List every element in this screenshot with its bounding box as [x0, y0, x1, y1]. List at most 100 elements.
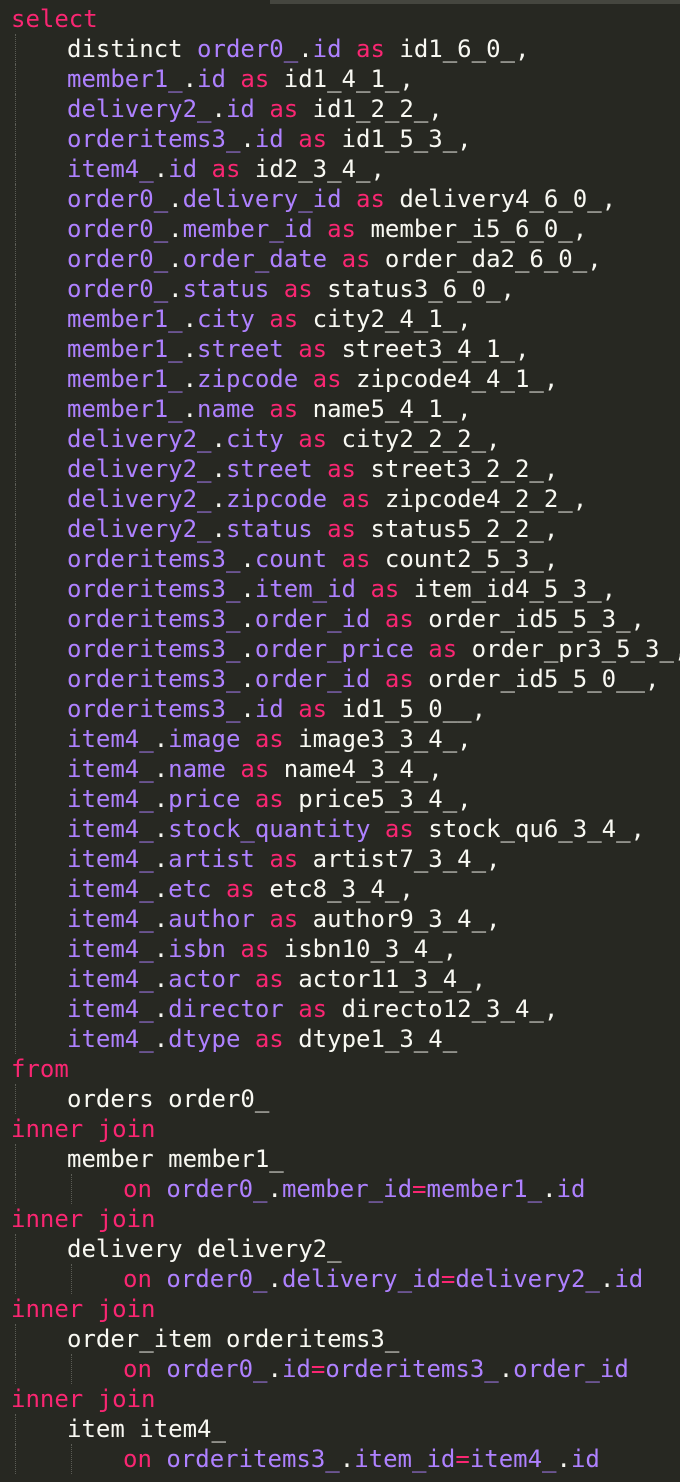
sql-text: . [153, 155, 169, 183]
code-line[interactable]: item4_.dtype as dtype1_3_4_ [0, 1024, 680, 1054]
code-line[interactable]: orderitems3_.order_price as order_pr3_5_… [0, 634, 680, 664]
code-line[interactable]: delivery2_.street as street3_2_2_, [0, 454, 680, 484]
sql-identifier: id [570, 1445, 600, 1473]
sql-text [284, 695, 298, 723]
code-line[interactable]: order_item orderitems3_ [0, 1324, 680, 1354]
code-line[interactable]: order0_.order_date as order_da2_6_0_, [0, 244, 680, 274]
sql-identifier: zipcode [197, 365, 299, 393]
indent-guide [15, 154, 16, 184]
code-line[interactable]: member1_.street as street3_4_1_, [0, 334, 680, 364]
sql-text: . [153, 845, 169, 873]
code-line[interactable]: order0_.delivery_id as delivery4_6_0_, [0, 184, 680, 214]
code-line[interactable]: item4_.etc as etc8_3_4_, [0, 874, 680, 904]
indent-guide [15, 724, 16, 754]
code-line[interactable]: delivery2_.zipcode as zipcode4_2_2_, [0, 484, 680, 514]
sql-keyword: from [11, 1055, 69, 1083]
sql-identifier: dtype [168, 1025, 241, 1053]
code-line[interactable]: item4_.isbn as isbn10_3_4_, [0, 934, 680, 964]
code-line[interactable]: item4_.name as name4_3_4_, [0, 754, 680, 784]
code-line[interactable]: orders order0_ [0, 1084, 680, 1114]
code-line[interactable]: item4_.image as image3_3_4_, [0, 724, 680, 754]
sql-keyword: as [254, 1025, 284, 1053]
indent-guide [15, 34, 16, 64]
code-line[interactable]: select [0, 4, 680, 34]
sql-text: . [153, 815, 169, 843]
code-line[interactable]: item4_.actor as actor11_3_4_, [0, 964, 680, 994]
sql-text: street3_2_2_, [356, 455, 559, 483]
code-line[interactable]: on order0_.member_id=member1_.id [0, 1174, 680, 1204]
sql-text: id1_5_0__, [327, 695, 487, 723]
code-line[interactable]: item4_.price as price5_3_4_, [0, 784, 680, 814]
code-line[interactable]: orderitems3_.order_id as order_id5_5_0__… [0, 664, 680, 694]
code-line[interactable]: delivery delivery2_ [0, 1234, 680, 1264]
code-line[interactable]: order0_.status as status3_6_0_, [0, 274, 680, 304]
sql-text: . [153, 785, 169, 813]
sql-identifier: orderitems3_ [67, 545, 241, 573]
code-line[interactable]: from [0, 1054, 680, 1084]
sql-identifier: isbn [168, 935, 226, 963]
sql-text: id1_4_1_, [269, 65, 414, 93]
code-line[interactable]: orderitems3_.id as id1_5_3_, [0, 124, 680, 154]
code-line[interactable]: item4_.id as id2_3_4_, [0, 154, 680, 184]
indent-guide [15, 1024, 16, 1054]
code-line[interactable]: delivery2_.id as id1_2_2_, [0, 94, 680, 124]
sql-text: dtype1_3_4_ [283, 1025, 458, 1053]
sql-identifier: item4_ [67, 905, 154, 933]
sql-identifier: delivery_id [182, 185, 342, 213]
sql-identifier: member1_ [426, 1175, 543, 1203]
code-line[interactable]: item4_.director as directo12_3_4_, [0, 994, 680, 1024]
sql-identifier: order_price [254, 635, 414, 663]
code-line[interactable]: orderitems3_.order_id as order_id5_5_3_, [0, 604, 680, 634]
sql-identifier: id [281, 1355, 311, 1383]
sql-text [152, 1445, 166, 1473]
code-line[interactable]: member1_.city as city2_4_1_, [0, 304, 680, 334]
sql-text: . [153, 965, 169, 993]
sql-keyword: as [269, 395, 299, 423]
sql-identifier: orderitems3_ [67, 635, 241, 663]
sql-identifier: delivery2_ [67, 485, 212, 513]
code-line[interactable]: member1_.id as id1_4_1_, [0, 64, 680, 94]
code-line[interactable]: member1_.zipcode as zipcode4_4_1_, [0, 364, 680, 394]
indent-guide [15, 1234, 16, 1264]
code-line[interactable]: orderitems3_.id as id1_5_0__, [0, 694, 680, 724]
code-line[interactable]: item4_.artist as artist7_3_4_, [0, 844, 680, 874]
sql-text: order_item orderitems3_ [67, 1325, 400, 1353]
code-line[interactable]: order0_.member_id as member_i5_6_0_, [0, 214, 680, 244]
code-line[interactable]: delivery2_.city as city2_2_2_, [0, 424, 680, 454]
indent-guide [15, 844, 16, 874]
sql-text: name5_4_1_, [298, 395, 472, 423]
code-line[interactable]: item item4_ [0, 1414, 680, 1444]
code-line[interactable]: member1_.name as name5_4_1_, [0, 394, 680, 424]
indent-guide [15, 934, 16, 964]
sql-text: . [211, 455, 226, 483]
code-line[interactable]: item4_.author as author9_3_4_, [0, 904, 680, 934]
sql-keyword: as [370, 575, 400, 603]
sql-text: . [240, 125, 255, 153]
code-line[interactable]: distinct order0_.id as id1_6_0_, [0, 34, 680, 64]
code-line[interactable]: item4_.stock_quantity as stock_qu6_3_4_, [0, 814, 680, 844]
code-line[interactable]: on order0_.delivery_id=delivery2_.id [0, 1264, 680, 1294]
indent-guide [15, 274, 16, 304]
code-line[interactable]: inner join [0, 1204, 680, 1234]
sql-keyword: as [240, 935, 270, 963]
sql-identifier: city [197, 305, 255, 333]
sql-identifier: order0_ [197, 35, 299, 63]
sql-identifier: author [168, 905, 255, 933]
sql-text: . [240, 575, 255, 603]
code-line[interactable]: orderitems3_.item_id as item_id4_5_3_, [0, 574, 680, 604]
code-line[interactable]: delivery2_.status as status5_2_2_, [0, 514, 680, 544]
sql-text: . [211, 515, 226, 543]
sql-text: isbn10_3_4_, [269, 935, 458, 963]
code-line[interactable]: inner join [0, 1114, 680, 1144]
code-line[interactable]: on orderitems3_.item_id=item4_.id [0, 1444, 680, 1474]
sql-text [269, 275, 283, 303]
code-line[interactable]: on order0_.id=orderitems3_.order_id [0, 1354, 680, 1384]
code-line[interactable]: inner join [0, 1294, 680, 1324]
code-line[interactable]: member member1_ [0, 1144, 680, 1174]
code-line[interactable]: inner join [0, 1384, 680, 1414]
sql-text [370, 815, 384, 843]
sql-identifier: member_id [281, 1175, 413, 1203]
sql-text: status3_6_0_, [312, 275, 515, 303]
code-line[interactable]: orderitems3_.count as count2_5_3_, [0, 544, 680, 574]
